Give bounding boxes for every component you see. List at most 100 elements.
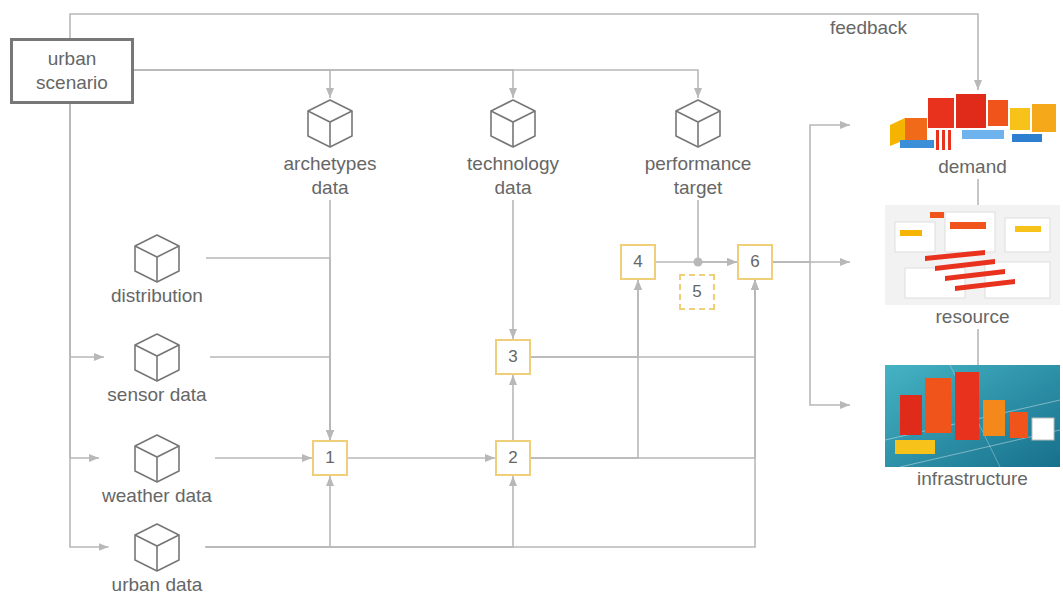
node-label: urban scenario xyxy=(22,47,122,95)
step-number: 1 xyxy=(325,446,334,470)
cube-outline xyxy=(308,100,352,147)
building-block xyxy=(1032,104,1056,132)
building xyxy=(1005,218,1050,252)
step-number: 3 xyxy=(508,345,517,369)
node-label: performance target xyxy=(628,152,768,200)
resource-illustration xyxy=(885,205,1060,305)
building-block xyxy=(900,140,934,148)
connector xyxy=(512,375,514,440)
connector xyxy=(70,104,99,458)
cube-outline xyxy=(135,435,179,482)
resource-bar xyxy=(945,269,1005,281)
building xyxy=(905,268,965,298)
cube-icon xyxy=(132,433,182,483)
resource-ground xyxy=(885,205,1060,305)
connector xyxy=(134,70,330,98)
connector xyxy=(512,200,514,339)
infrastructure-ground xyxy=(885,365,1060,467)
result-panel: demand xyxy=(850,90,1060,179)
connector xyxy=(531,280,755,458)
step-box: 1 xyxy=(312,440,348,476)
cube-icon xyxy=(305,98,355,148)
cube-outline xyxy=(676,100,720,147)
connector xyxy=(531,280,638,458)
cube-outline xyxy=(135,524,179,571)
building-block xyxy=(955,372,979,440)
connector xyxy=(531,280,638,357)
cube-icon xyxy=(488,98,538,148)
connector xyxy=(977,179,979,205)
node-label: weather data xyxy=(102,485,212,506)
step-number: 2 xyxy=(508,446,517,470)
connector xyxy=(134,70,698,98)
building xyxy=(945,212,995,252)
building-block xyxy=(1012,134,1042,142)
node-label: archetypes data xyxy=(270,152,390,200)
result-panel: infrastructure xyxy=(850,365,1060,491)
data-cube: sensor data xyxy=(104,332,210,405)
building-block xyxy=(895,440,935,454)
connector xyxy=(70,14,978,90)
data-cube: weather data xyxy=(99,433,215,506)
node-label: distribution xyxy=(111,285,203,306)
image-area xyxy=(885,205,1060,305)
cube-edge xyxy=(135,446,179,482)
scenario-box: urban scenario xyxy=(10,38,134,104)
cube-edge xyxy=(135,535,179,571)
connector xyxy=(698,200,737,262)
connector xyxy=(206,476,514,547)
cube-edge xyxy=(135,345,179,381)
building-block xyxy=(983,400,1005,436)
building-block xyxy=(1032,418,1054,440)
building-block xyxy=(1010,412,1028,438)
node-label: urban data xyxy=(112,574,203,595)
connector xyxy=(134,70,513,98)
building-block xyxy=(988,100,1008,126)
data-cube: archetypes data xyxy=(267,98,393,200)
building-block xyxy=(962,130,1004,139)
step-box: 5 xyxy=(679,274,715,310)
building xyxy=(895,222,935,252)
step-number: 5 xyxy=(692,280,701,304)
resource-bar xyxy=(925,250,985,261)
node-label: resource xyxy=(885,305,1060,329)
cube-outline xyxy=(135,235,179,282)
connector xyxy=(70,104,109,547)
resource-bar xyxy=(950,222,986,229)
building-block xyxy=(956,94,986,128)
building-block xyxy=(900,395,922,435)
connector xyxy=(215,457,312,459)
resource-bar xyxy=(935,259,995,271)
connector xyxy=(70,104,104,357)
node-label: infrastructure xyxy=(885,467,1060,491)
connector xyxy=(210,357,330,440)
building-block xyxy=(942,130,945,150)
cube-icon xyxy=(673,98,723,148)
cube-outline xyxy=(135,334,179,381)
connector xyxy=(206,258,330,440)
node-label: sensor data xyxy=(107,384,206,405)
step-box: 2 xyxy=(495,440,531,476)
step-number: 4 xyxy=(633,250,642,274)
cube-edge xyxy=(491,111,535,147)
connector xyxy=(531,280,755,357)
resource-bar xyxy=(930,212,944,218)
building-block xyxy=(948,130,951,150)
data-cube: distribution xyxy=(108,233,206,306)
connector xyxy=(206,476,331,547)
cube-edge xyxy=(135,246,179,282)
resource-bar xyxy=(1015,226,1041,232)
step-box: 4 xyxy=(620,244,656,280)
cube-outline xyxy=(491,100,535,147)
cube-edge xyxy=(676,111,720,147)
connector xyxy=(206,280,756,547)
cube-edge xyxy=(308,111,352,147)
building-block xyxy=(905,118,927,140)
image-area xyxy=(885,90,1060,155)
image-area xyxy=(885,365,1060,467)
demand-ground xyxy=(885,90,1060,155)
step-box: 3 xyxy=(495,339,531,375)
building-block xyxy=(936,130,939,150)
demand-illustration xyxy=(885,90,1060,155)
